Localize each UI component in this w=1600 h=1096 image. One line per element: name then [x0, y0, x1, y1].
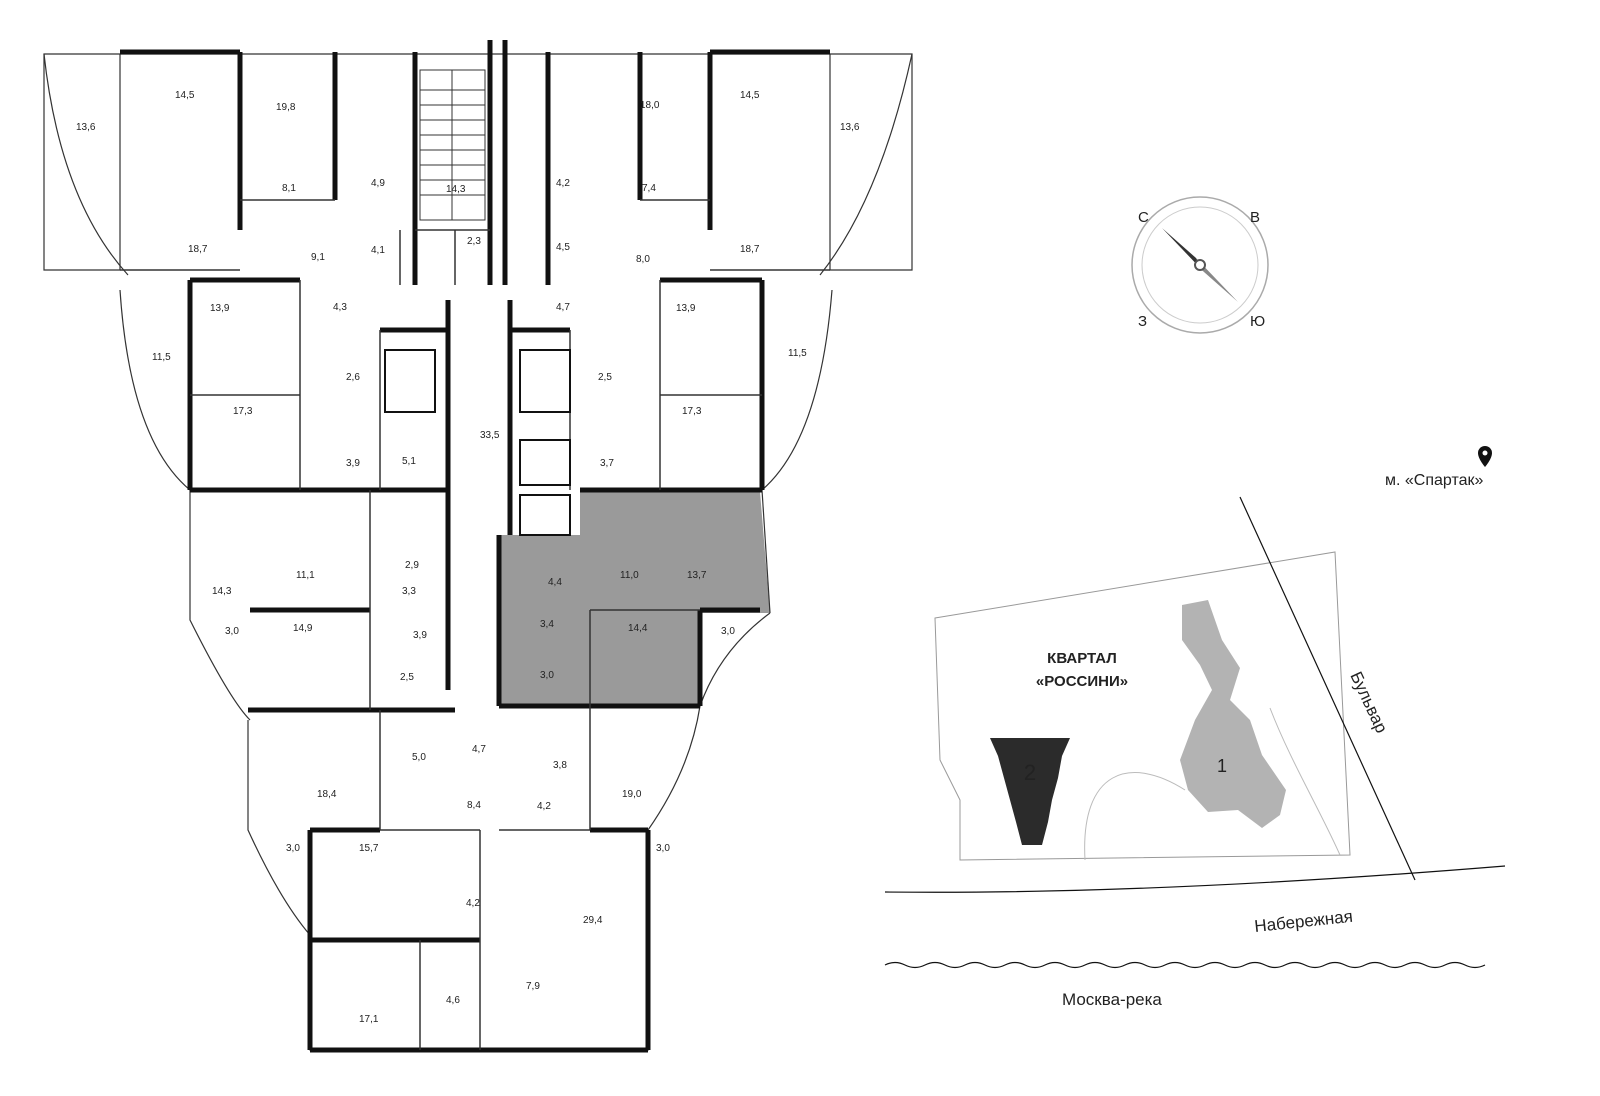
room-area: 33,5 — [480, 430, 500, 441]
room-area: 4,7 — [472, 744, 486, 755]
room-area: 5,0 — [412, 752, 426, 763]
interior-walls — [120, 199, 830, 1050]
room-area: 4,2 — [556, 178, 570, 189]
room-area: 3,8 — [553, 760, 567, 771]
room-area: 13,6 — [76, 122, 96, 133]
walls — [120, 40, 830, 1053]
building-current[interactable] — [990, 738, 1070, 845]
room-area: 18,7 — [188, 244, 208, 255]
room-area: 2,3 — [467, 236, 481, 247]
room-area: 3,0 — [286, 843, 300, 854]
room-area: 4,7 — [556, 302, 570, 313]
room-area: 3,0 — [225, 626, 239, 637]
compass-east: В — [1250, 209, 1260, 226]
elevator-icon — [384, 349, 436, 413]
compass-south: Ю — [1250, 313, 1265, 330]
street-boulevard-label: Бульвар — [1346, 669, 1391, 736]
room-area: 14,5 — [740, 90, 760, 101]
room-area: 2,6 — [346, 372, 360, 383]
room-area: 4,1 — [371, 245, 385, 256]
room-area: 4,5 — [556, 242, 570, 253]
metro-station-label: м. «Спартак» — [1385, 472, 1484, 489]
room-area: 4,6 — [446, 995, 460, 1006]
room-area: 3,0 — [656, 843, 670, 854]
room-area: 3,4 — [540, 619, 554, 630]
metro-pin-icon — [1478, 446, 1492, 467]
river-line — [884, 961, 1486, 969]
room-area: 4,2 — [537, 801, 551, 812]
room-area: 18,7 — [740, 244, 760, 255]
room-area: 3,9 — [346, 458, 360, 469]
room-area: 3,7 — [600, 458, 614, 469]
room-area: 17,3 — [682, 406, 702, 417]
room-area: 18,4 — [317, 789, 337, 800]
building-other-label: 1 — [1217, 756, 1227, 776]
room-area: 7,9 — [526, 981, 540, 992]
room-area: 3,0 — [540, 670, 554, 681]
compass-west: З — [1138, 313, 1147, 330]
river-label: Москва-река — [1062, 990, 1162, 1009]
room-area: 14,9 — [293, 623, 313, 634]
compass-needle-north — [1162, 228, 1204, 272]
room-area: 4,3 — [333, 302, 347, 313]
room-area: 13,9 — [210, 303, 230, 314]
site-map: 2 1 КВАРТАЛ «РОССИНИ» Бульвар Набережная… — [884, 496, 1506, 1009]
room-area: 15,7 — [359, 843, 379, 854]
room-area: 14,4 — [628, 623, 648, 634]
room-area: 3,9 — [413, 630, 427, 641]
room-area: 4,4 — [548, 577, 562, 588]
building-current-label: 2 — [1024, 760, 1036, 785]
elevator-icon — [519, 349, 571, 413]
room-area: 2,9 — [405, 560, 419, 571]
room-area: 18,0 — [640, 100, 660, 111]
room-area: 13,6 — [840, 122, 860, 133]
room-area: 13,7 — [687, 570, 707, 581]
room-area: 8,0 — [636, 254, 650, 265]
room-area: 5,1 — [402, 456, 416, 467]
room-area: 14,3 — [212, 586, 232, 597]
room-area: 8,4 — [467, 800, 481, 811]
room-area: 19,8 — [276, 102, 296, 113]
room-area: 3,0 — [721, 626, 735, 637]
compass-north: С — [1138, 209, 1149, 226]
room-area: 11,0 — [620, 570, 639, 581]
floor-plan — [43, 40, 913, 1053]
room-area: 4,2 — [466, 898, 480, 909]
room-area: 14,3 — [446, 184, 466, 195]
room-area: 3,3 — [402, 586, 416, 597]
room-area: 4,9 — [371, 178, 385, 189]
room-area: 13,9 — [676, 303, 696, 314]
room-area: 8,1 — [282, 183, 296, 194]
room-area: 9,1 — [311, 252, 325, 263]
room-area: 17,1 — [359, 1014, 379, 1025]
room-area: 19,0 — [622, 789, 642, 800]
room-area: 11,5 — [788, 348, 807, 359]
room-area: 17,3 — [233, 406, 253, 417]
quarter-name-line2: «РОССИНИ» — [1036, 673, 1128, 690]
building-other[interactable] — [1180, 600, 1286, 828]
boulevard-line — [1239, 496, 1416, 881]
room-area: 11,1 — [296, 570, 315, 581]
room-area: 7,4 — [642, 183, 656, 194]
room-area: 2,5 — [400, 672, 414, 683]
elevator-icon — [519, 494, 571, 536]
quarter-name-line1: КВАРТАЛ — [1047, 650, 1117, 667]
street-embankment-label: Набережная — [1253, 907, 1353, 936]
room-area: 2,5 — [598, 372, 612, 383]
room-area: 11,5 — [152, 352, 171, 363]
room-labels: 14,5 13,6 19,8 8,1 4,9 14,3 18,7 9,1 4,1… — [76, 90, 860, 1025]
embankment-line — [884, 865, 1506, 893]
highlighted-apartment[interactable] — [499, 492, 770, 706]
room-area: 29,4 — [583, 915, 603, 926]
elevator-icon — [519, 439, 571, 486]
compass: С В З Ю — [1131, 196, 1269, 334]
staircase — [419, 69, 486, 221]
elevators — [384, 349, 571, 536]
compass-needle-south — [1196, 258, 1238, 302]
room-area: 14,5 — [175, 90, 195, 101]
